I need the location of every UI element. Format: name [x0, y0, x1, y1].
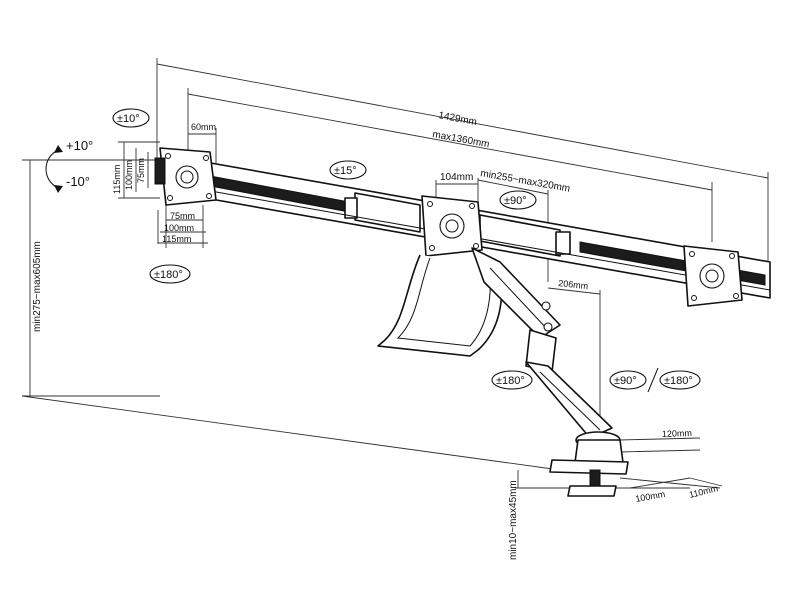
label-rot-90-arm: ±90°: [614, 375, 637, 387]
label-rot-180-mid: ±180°: [496, 375, 525, 387]
label-vesa-h-75: 75mm: [136, 158, 146, 183]
label-tilt-up: +10°: [66, 138, 93, 153]
label-offset-104: 104mm: [440, 172, 473, 183]
label-vesa-w-115: 115mm: [162, 234, 191, 244]
label-offset-60: 60mm: [191, 122, 216, 132]
label-tilt-down: -10°: [66, 174, 90, 189]
dimension-lines: [21, 58, 769, 489]
vesa-plate-left: [154, 147, 217, 206]
vesa-plate-right: [683, 245, 743, 307]
rotation-badges: [112, 108, 701, 393]
label-swivel-90-mid: ±90°: [504, 195, 527, 207]
gas-spring-arm: [471, 247, 629, 497]
label-total-width: 1429mm: [437, 110, 477, 128]
label-height-range: min275~max605mm: [32, 241, 43, 332]
vesa-plate-middle: [421, 195, 483, 257]
label-swivel-15: ±15°: [334, 165, 357, 177]
label-arm-206: 206mm: [558, 278, 589, 291]
label-rot-180-arm: ±180°: [664, 375, 693, 387]
label-arm-range: min255~max320mm: [479, 168, 570, 195]
label-vesa-w-100: 100mm: [164, 223, 194, 233]
label-base-120: 120mm: [662, 428, 692, 439]
label-vesa-h-115: 115mm: [112, 165, 122, 194]
tilt-arrow-icon: [45, 145, 63, 193]
label-base-100: 100mm: [635, 489, 666, 504]
label-clamp-range: min10~max45mm: [508, 480, 519, 560]
label-vesa-h-100: 100mm: [124, 160, 134, 190]
label-rot-180-left: ±180°: [154, 269, 183, 281]
label-swivel-10: ±10°: [117, 113, 140, 125]
label-vesa-w-75: 75mm: [170, 211, 195, 221]
label-max-width: max1360mm: [431, 129, 490, 150]
